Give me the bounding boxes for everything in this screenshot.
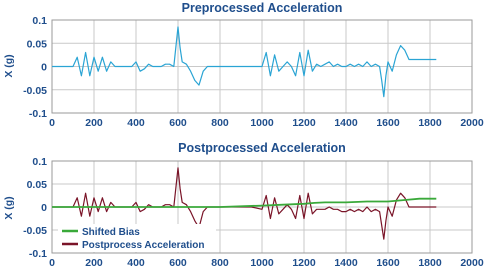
y-tick-label: 0 xyxy=(41,202,47,214)
x-tick-label: 1800 xyxy=(418,257,442,269)
x-tick-label: 600 xyxy=(169,257,187,269)
plot-area xyxy=(52,26,437,98)
legend-label-postprocess-acceleration: Postprocess Acceleration xyxy=(82,240,204,251)
y-axis-label: X (g) xyxy=(3,54,15,77)
chart-title: Preprocessed Acceleration xyxy=(182,1,343,15)
x-tick-label: 400 xyxy=(127,117,145,129)
chart-title: Postprocessed Acceleration xyxy=(178,141,346,155)
x-tick-label: 400 xyxy=(127,257,145,269)
x-tick-label: 600 xyxy=(169,117,187,129)
series-line xyxy=(52,26,437,98)
chart-preprocessed: Preprocessed Acceleration X (g) 0 200 400 6… xyxy=(3,1,484,129)
y-tick-label: 0.05 xyxy=(27,179,48,191)
x-tick-label: 200 xyxy=(85,257,103,269)
y-tick-label: -0.05 xyxy=(23,85,47,97)
x-tick-label: 1000 xyxy=(250,117,274,129)
y-tick-label: -0.1 xyxy=(29,108,47,120)
y-tick-label: 0.1 xyxy=(32,15,47,27)
series-line-shifted-bias xyxy=(52,197,437,208)
x-tick-label: 1000 xyxy=(250,257,274,269)
y-tick-label: 0.05 xyxy=(27,38,48,50)
x-tick-label: 1200 xyxy=(292,117,316,129)
y-tick-labels: 0.1 0.05 0 -0.05 -0.1 xyxy=(23,15,47,120)
y-tick-label: -0.05 xyxy=(23,225,47,237)
x-tick-labels: 0 200 400 600 800 1000 1200 1400 1600 1800 2000 xyxy=(49,257,484,269)
legend: Shifted Bias Postprocess Acceleration xyxy=(58,224,216,252)
x-tick-label: 1400 xyxy=(334,257,358,269)
plot-area xyxy=(52,167,437,240)
x-tick-label: 2000 xyxy=(460,257,484,269)
x-tick-label: 2000 xyxy=(460,117,484,129)
y-tick-label: 0.1 xyxy=(32,156,47,168)
x-tick-label: 200 xyxy=(85,117,103,129)
x-tick-label: 1200 xyxy=(292,257,316,269)
x-tick-label: 800 xyxy=(211,257,229,269)
x-tick-label: 1600 xyxy=(376,117,400,129)
legend-label-shifted-bias: Shifted Bias xyxy=(82,227,140,238)
x-tick-label: 0 xyxy=(49,117,55,129)
x-tick-label: 0 xyxy=(49,257,55,269)
x-tick-labels: 0 200 400 600 800 1000 1200 1400 1600 1800 2000 xyxy=(49,117,484,129)
x-tick-label: 1400 xyxy=(334,117,358,129)
x-tick-label: 800 xyxy=(211,117,229,129)
legend-box xyxy=(58,224,216,252)
chart-postprocessed: Postprocessed Acceleration X (g) 0 200 400… xyxy=(3,141,484,269)
y-tick-labels: 0.1 0.05 0 -0.05 -0.1 xyxy=(23,156,47,260)
x-tick-label: 1600 xyxy=(376,257,400,269)
x-tick-label: 1800 xyxy=(418,117,442,129)
y-tick-label: -0.1 xyxy=(29,248,47,260)
y-axis-label: X (g) xyxy=(3,196,15,219)
y-tick-label: 0 xyxy=(41,62,47,74)
